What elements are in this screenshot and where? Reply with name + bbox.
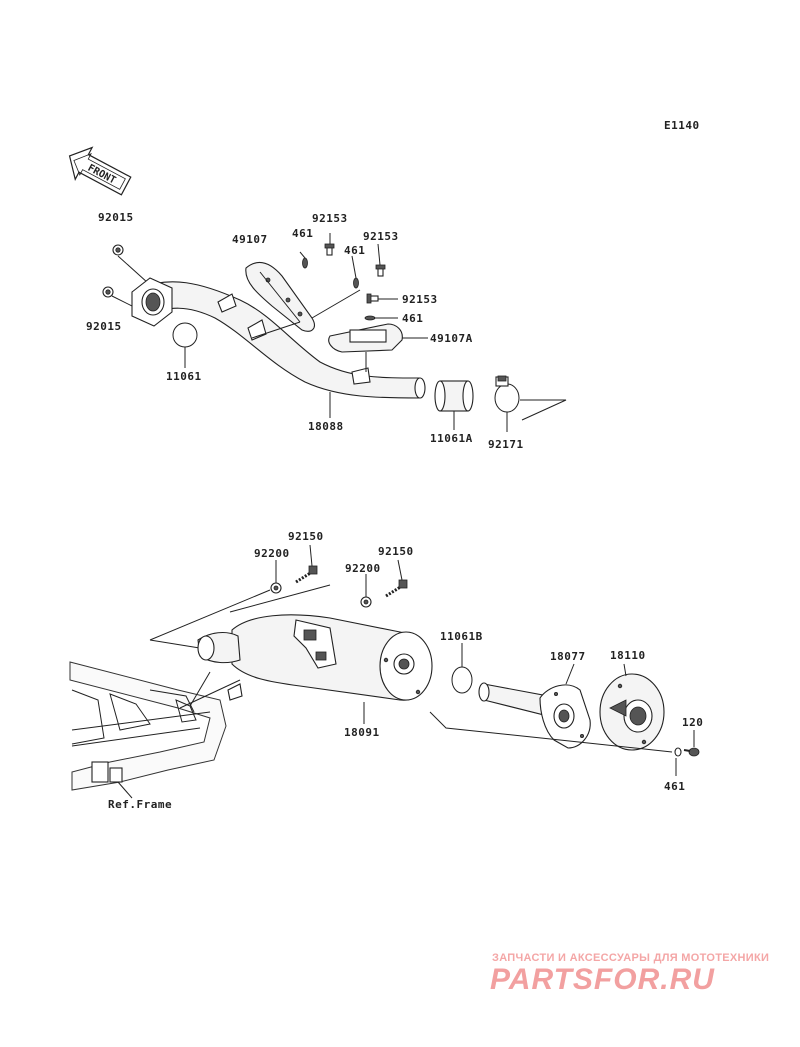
frame-ref — [69, 661, 227, 799]
gasket-11061B — [451, 666, 473, 694]
label-92153-c: 92153 — [402, 293, 438, 306]
label-ref-frame: Ref.Frame — [108, 798, 172, 811]
bolt-92150-a — [295, 565, 318, 584]
label-92150-b: 92150 — [378, 545, 414, 558]
gasket-11061 — [172, 322, 198, 348]
label-92150-a: 92150 — [288, 530, 324, 543]
label-120: 120 — [682, 716, 703, 729]
label-461-b: 461 — [344, 244, 365, 257]
label-92200-a: 92200 — [254, 547, 290, 560]
washer-461-a — [302, 257, 308, 269]
label-461-d: 461 — [664, 780, 685, 793]
clamp-92171 — [494, 375, 520, 413]
diagram-code: E1140 — [664, 119, 700, 132]
washer-461-d — [674, 747, 682, 757]
label-461-a: 461 — [292, 227, 313, 240]
label-49107: 49107 — [232, 233, 268, 246]
screw-92153-a — [324, 243, 335, 256]
label-92015-bottom: 92015 — [86, 320, 122, 333]
label-11061A: 11061A — [430, 432, 473, 445]
label-18077: 18077 — [550, 650, 586, 663]
bolt-120 — [683, 747, 700, 757]
end-cap-18110 — [599, 673, 665, 751]
washer-461-c — [364, 315, 376, 321]
screw-92153-c — [366, 293, 379, 304]
front-arrow-icon: FRONT — [68, 146, 132, 196]
exhaust-flange — [131, 277, 173, 327]
label-49107A: 49107A — [430, 332, 473, 345]
label-11061B: 11061B — [440, 630, 483, 643]
tailpipe-18077 — [478, 682, 591, 749]
label-92153-a: 92153 — [312, 212, 348, 225]
nut-92015-bottom — [102, 286, 114, 298]
sleeve-11061A — [434, 380, 474, 412]
header-pipe-assembly — [102, 233, 567, 432]
watermark-logo: PARTSFOR.RU — [490, 963, 715, 996]
washer-461-b — [353, 277, 359, 289]
label-92015-top: 92015 — [98, 211, 134, 224]
label-18110: 18110 — [610, 649, 646, 662]
muffler-assembly — [69, 544, 700, 799]
label-92171: 92171 — [488, 438, 524, 451]
label-461-c: 461 — [402, 312, 423, 325]
label-92200-b: 92200 — [345, 562, 381, 575]
label-92153-b: 92153 — [363, 230, 399, 243]
label-18088: 18088 — [308, 420, 344, 433]
label-11061: 11061 — [166, 370, 202, 383]
label-18091: 18091 — [344, 726, 380, 739]
bolt-92150-b — [385, 579, 408, 598]
watermark-tagline: ЗАПЧАСТИ И АКСЕССУАРЫ ДЛЯ МОТОТЕХНИКИ — [492, 952, 770, 964]
nut-92015-top — [112, 244, 124, 256]
screw-92153-b — [375, 264, 386, 277]
